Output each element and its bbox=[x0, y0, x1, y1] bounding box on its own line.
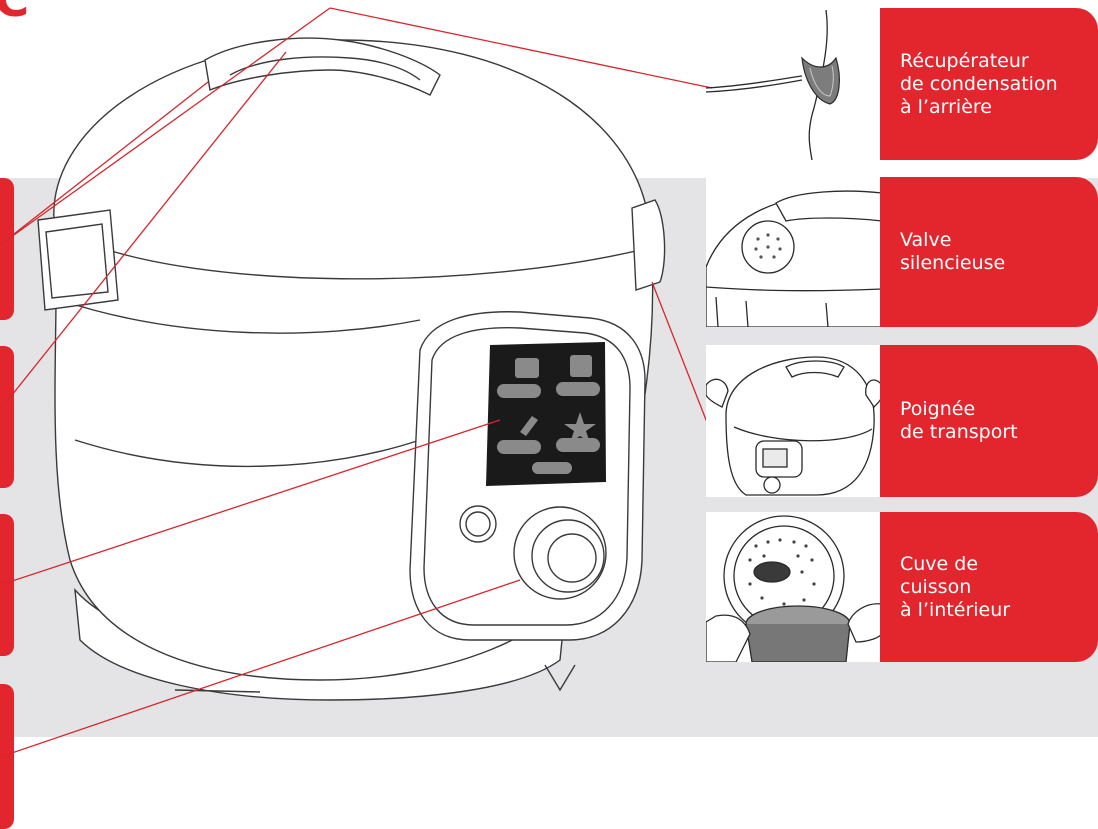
carry-handle-icon bbox=[706, 356, 882, 496]
carry-handle-thumbnail bbox=[706, 345, 882, 497]
leader-line-left-1b bbox=[0, 81, 209, 246]
callout-bowl-line-1: Cuve de bbox=[900, 552, 979, 575]
leader-line-left-3 bbox=[0, 419, 501, 586]
silent-valve-thumbnail bbox=[706, 177, 882, 327]
leader-line-condensation bbox=[329, 7, 713, 89]
condensation-collector-icon bbox=[706, 9, 840, 160]
leader-line-handle bbox=[651, 281, 711, 431]
leader-line-left-2 bbox=[0, 51, 287, 411]
callout-bowl-line-3: à l’intérieur bbox=[900, 598, 1011, 621]
callout-handle-line-1: Poignée bbox=[900, 398, 976, 420]
callout-condensation-label: Récupérateur de condensation à l’arrière bbox=[880, 8, 1098, 160]
leader-line-left-4 bbox=[0, 579, 521, 758]
callout-bowl-label: Cuve de cuisson à l’intérieur bbox=[880, 512, 1098, 662]
callout-condensation-line-2: de condensation bbox=[900, 72, 1058, 95]
callout-bowl-line-2: cuisson bbox=[900, 575, 972, 598]
left-callout-tab-4 bbox=[0, 684, 14, 829]
cooking-bowl-icon bbox=[706, 515, 882, 662]
left-callout-tab-1 bbox=[0, 178, 14, 320]
condensation-collector-thumbnail bbox=[706, 8, 882, 160]
left-callout-tab-3 bbox=[0, 514, 14, 656]
leader-line-left-1 bbox=[0, 7, 331, 246]
left-callout-tab-2 bbox=[0, 346, 14, 488]
callout-condensation-line-3: à l’arrière bbox=[900, 95, 992, 118]
cooking-bowl-thumbnail bbox=[706, 512, 882, 662]
callout-valve-line-1: Valve bbox=[900, 229, 952, 251]
callout-condensation-line-1: Récupérateur bbox=[900, 49, 1029, 72]
section-letter: C bbox=[0, 0, 30, 28]
callout-valve-line-2: silencieuse bbox=[900, 252, 1006, 274]
silent-valve-icon bbox=[706, 190, 882, 327]
callout-handle-line-2: de transport bbox=[900, 421, 1018, 443]
callout-valve-label: Valve silencieuse bbox=[880, 177, 1098, 327]
callout-handle-label: Poignée de transport bbox=[880, 345, 1098, 497]
